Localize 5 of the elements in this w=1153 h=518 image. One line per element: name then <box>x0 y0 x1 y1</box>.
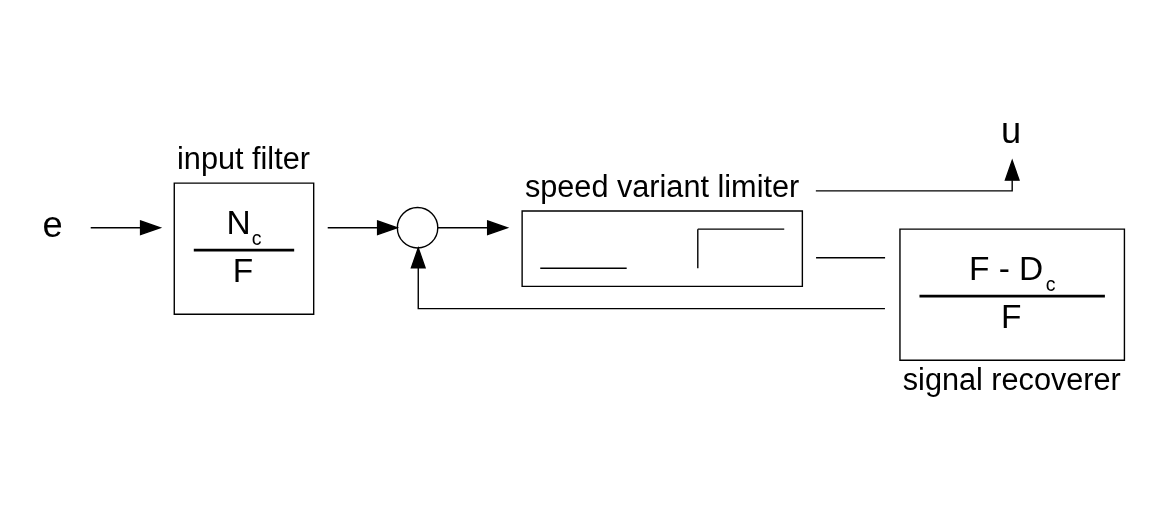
node-label: signal recoverer <box>902 361 1121 396</box>
node-label: input filter <box>177 140 310 175</box>
node-label: speed variant limiter <box>524 168 800 203</box>
node-text: u <box>1001 109 1022 151</box>
node-text: e <box>42 203 63 245</box>
